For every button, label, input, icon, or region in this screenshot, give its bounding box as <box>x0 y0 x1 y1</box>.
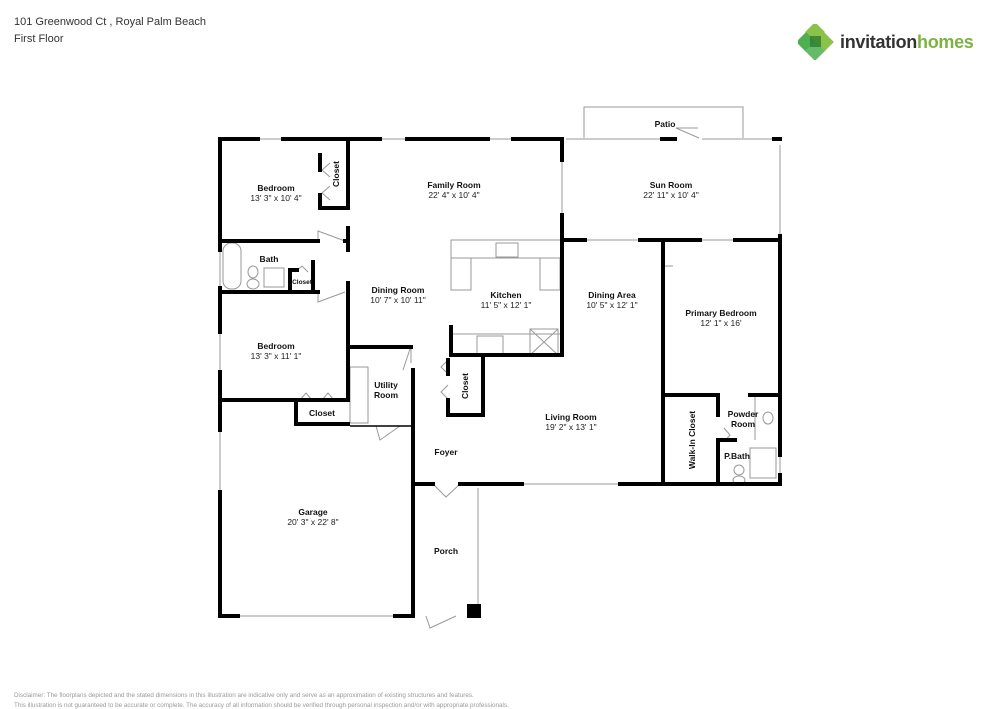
room-primary-bedroom: Primary Bedroom 12' 1" x 16' <box>685 308 756 328</box>
room-name-line2: Room <box>730 419 756 429</box>
room-name-line2: Room <box>373 390 399 400</box>
room-dining-area: Dining Area 10' 5" x 12' 1" <box>586 290 637 310</box>
logo-word-homes: homes <box>917 31 974 52</box>
room-closet-2: Closet <box>309 408 335 418</box>
room-dimensions: 10' 5" x 12' 1" <box>586 300 638 310</box>
room-porch: Porch <box>434 546 458 556</box>
patio-outline <box>583 106 744 138</box>
room-name: Family Room <box>427 180 481 190</box>
room-foyer: Foyer <box>434 447 457 457</box>
room-name: Dining Area <box>588 290 636 300</box>
room-family-room: Family Room 22' 4" x 10' 4" <box>427 180 480 200</box>
room-patio: Patio <box>655 119 676 129</box>
room-name: Sun Room <box>649 180 693 190</box>
room-kitchen: Kitchen 11' 5" x 12' 1" <box>481 290 532 310</box>
room-name: Kitchen <box>490 290 522 300</box>
room-name: Garage <box>298 507 328 517</box>
room-name: Foyer <box>434 447 458 457</box>
room-name-line1: Utility <box>374 380 398 390</box>
room-name: Primary Bedroom <box>685 308 757 318</box>
room-dimensions: 19' 2" x 13' 1" <box>545 422 597 432</box>
room-garage: Garage 20' 3" x 22' 8" <box>287 507 338 527</box>
clover-logo-icon <box>798 24 834 60</box>
room-dimensions: 10' 7" x 10' 11" <box>370 295 426 305</box>
room-bedroom-2: Bedroom 13' 3" x 11' 1" <box>251 341 302 361</box>
room-name: Dining Room <box>371 285 425 295</box>
room-name: Bath <box>259 254 279 264</box>
room-dimensions: 20' 3" x 22' 8" <box>287 517 339 527</box>
room-p-bath: P.Bath <box>724 451 750 461</box>
room-name-line1: Powder <box>727 409 759 419</box>
room-name: Closet <box>309 408 335 418</box>
property-address: 101 Greenwood Ct , Royal Palm Beach <box>14 16 206 28</box>
room-name: P.Bath <box>724 451 750 461</box>
room-powder-room: Powder Room <box>728 409 759 429</box>
room-closet-3: Closet <box>460 373 470 399</box>
room-sun-room: Sun Room 22' 11" x 10' 4" <box>643 180 698 200</box>
room-bedroom-1: Bedroom 13' 3" x 10' 4" <box>250 183 301 203</box>
room-dimensions: 22' 11" x 10' 4" <box>643 190 699 200</box>
room-bath: Bath <box>260 254 279 264</box>
invitation-homes-logo: invitationhomes <box>798 24 974 60</box>
room-living-room: Living Room 19' 2" x 13' 1" <box>545 412 596 432</box>
floor-label: First Floor <box>14 33 64 45</box>
room-walk-in-closet: Walk-In Closet <box>687 410 697 470</box>
room-name: Patio <box>654 119 676 129</box>
room-dimensions: 13' 3" x 10' 4" <box>250 193 302 203</box>
room-name: Living Room <box>545 412 597 422</box>
room-name: Bedroom <box>257 341 295 351</box>
room-name: Bedroom <box>257 183 295 193</box>
room-name: Closet <box>292 279 312 286</box>
room-closet-1: Closet <box>331 161 341 187</box>
room-name: Porch <box>433 546 459 556</box>
room-bath-closet: Closet <box>292 278 312 288</box>
logo-word-invitation: invitation <box>840 31 917 52</box>
room-dimensions: 11' 5" x 12' 1" <box>480 300 532 310</box>
room-dimensions: 22' 4" x 10' 4" <box>428 190 480 200</box>
room-dimensions: 12' 1" x 16' <box>700 318 742 328</box>
room-dimensions: 13' 3" x 11' 1" <box>250 351 302 361</box>
disclaimer-line-1: Disclaimer: The floorplans depicted and … <box>14 692 474 699</box>
room-dining-room: Dining Room 10' 7" x 10' 11" <box>370 285 425 305</box>
room-utility-room: Utility Room <box>374 380 398 400</box>
disclaimer-line-2: This illustration is not guaranteed to b… <box>14 702 509 709</box>
